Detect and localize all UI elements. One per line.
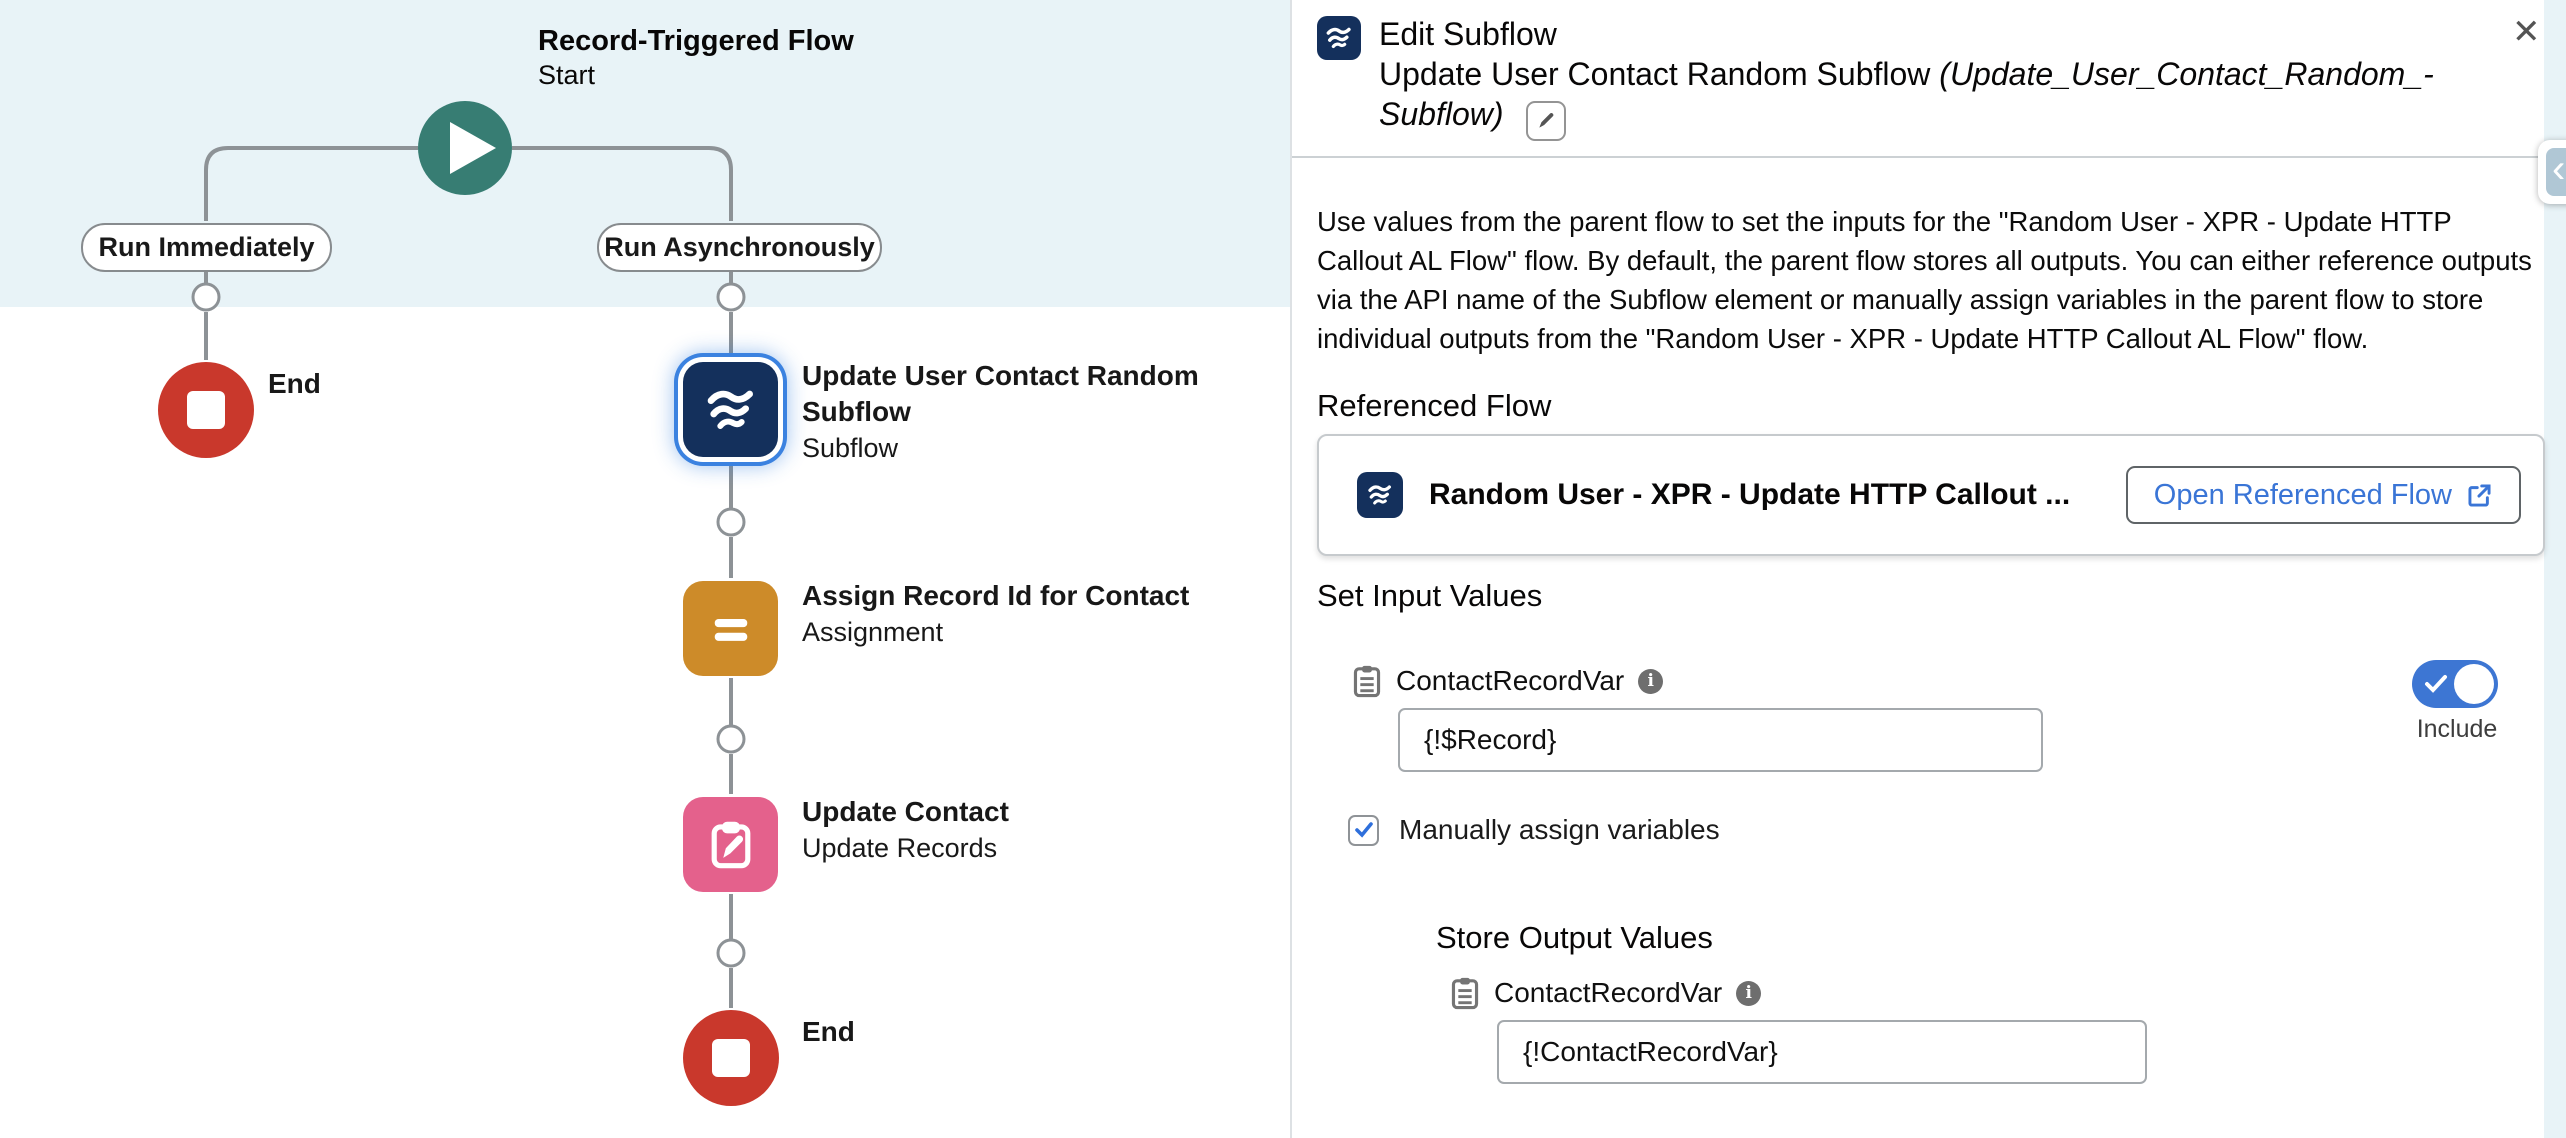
open-referenced-flow-button[interactable]: Open Referenced Flow	[2125, 466, 2521, 524]
subflow-node-label: Update User Contact Random Subflow Subfl…	[802, 360, 1199, 463]
start-subtitle: Start	[538, 60, 596, 90]
update-records-icon	[711, 821, 750, 868]
flow-canvas[interactable]: Record-Triggered Flow Start Run Immediat…	[0, 0, 1290, 1138]
panel-subtitle: Update User Contact Random Subflow (Upda…	[1379, 54, 2499, 141]
output-variable-name: ContactRecordVar	[1494, 977, 1723, 1008]
header-divider	[1292, 156, 2540, 158]
referenced-flow-card: Random User - XPR - Update HTTP Callout …	[1317, 434, 2545, 556]
subflow-api-name: (Update_User_Contact_Random_-Subflow)	[1379, 56, 2434, 132]
open-referenced-flow-label: Open Referenced Flow	[2153, 478, 2452, 511]
panel-title: Edit Subflow	[1379, 16, 1557, 52]
end-node-left[interactable]	[158, 362, 254, 458]
referenced-flow-heading: Referenced Flow	[1317, 388, 1552, 423]
referenced-flow-name: Random User - XPR - Update HTTP Callout …	[1429, 478, 2071, 511]
connector-point[interactable]	[716, 724, 746, 754]
include-toggle[interactable]	[2412, 660, 2498, 708]
update-records-node-label: Update Contact Update Records	[802, 796, 1009, 863]
input-variable-value-field[interactable]	[1398, 708, 2043, 772]
branch-label-run-asynchronously: Run Asynchronously	[597, 223, 882, 272]
output-variable-row: ContactRecordVar i	[1450, 976, 1762, 1010]
collapse-panel-button[interactable]: ‹	[2538, 140, 2566, 204]
info-icon[interactable]: i	[1736, 980, 1762, 1006]
close-panel-button[interactable]: ✕	[2504, 4, 2549, 60]
toggle-knob	[2454, 664, 2494, 704]
end-node-right-label: End	[802, 1016, 855, 1047]
end-icon	[187, 391, 225, 429]
check-icon	[1354, 822, 1373, 838]
chevron-left-icon: ‹	[2546, 148, 2566, 196]
include-toggle-wrap: Include	[2412, 660, 2502, 744]
connector-point[interactable]	[716, 938, 746, 968]
assignment-node-label: Assign Record Id for Contact Assignment	[802, 580, 1190, 647]
start-node[interactable]	[418, 101, 512, 195]
manually-assign-label: Manually assign variables	[1399, 814, 1720, 845]
end-icon	[712, 1039, 750, 1077]
input-variable-name: ContactRecordVar	[1396, 665, 1625, 696]
subflow-icon	[1357, 472, 1403, 518]
connector-point[interactable]	[716, 507, 746, 537]
subflow-name: Update User Contact Random Subflow	[1379, 56, 1931, 92]
manually-assign-variables-row[interactable]: Manually assign variables	[1348, 814, 1720, 846]
variable-clipboard-icon	[1353, 665, 1381, 698]
subflow-panel-icon	[1317, 16, 1361, 60]
set-input-values-heading: Set Input Values	[1317, 578, 1543, 613]
connector-point[interactable]	[191, 282, 221, 312]
assignment-icon	[714, 618, 747, 641]
edit-name-button[interactable]	[1526, 101, 1567, 141]
info-icon[interactable]: i	[1638, 668, 1664, 694]
edit-subflow-panel: Edit Subflow Update User Contact Random …	[1290, 0, 2566, 1138]
external-link-icon	[2468, 483, 2491, 507]
subflow-icon	[707, 390, 753, 429]
input-variable-row: ContactRecordVar i	[1352, 664, 1664, 698]
check-icon	[2425, 675, 2447, 693]
end-node-left-label: End	[268, 368, 321, 399]
include-toggle-label: Include	[2416, 715, 2498, 743]
start-node-label: Record-Triggered Flow Start	[538, 24, 854, 92]
subflow-node[interactable]	[683, 362, 778, 457]
store-output-values-heading: Store Output Values	[1436, 920, 1713, 955]
connector-lines	[191, 101, 746, 1008]
play-icon	[450, 122, 496, 174]
manually-assign-checkbox[interactable]	[1348, 814, 1379, 846]
panel-right-gutter	[2544, 0, 2566, 1138]
flow-type-title: Record-Triggered Flow	[538, 25, 854, 57]
subflow-description: Use values from the parent flow to set t…	[1317, 206, 2532, 354]
assignment-node[interactable]	[683, 581, 778, 676]
pencil-icon	[1539, 113, 1554, 128]
variable-clipboard-icon	[1451, 977, 1479, 1010]
end-node-right[interactable]	[683, 1010, 779, 1106]
connector-point[interactable]	[716, 282, 746, 312]
branch-label-run-immediately: Run Immediately	[81, 223, 332, 272]
update-records-node[interactable]	[683, 797, 778, 892]
output-variable-value-field[interactable]	[1497, 1020, 2147, 1084]
